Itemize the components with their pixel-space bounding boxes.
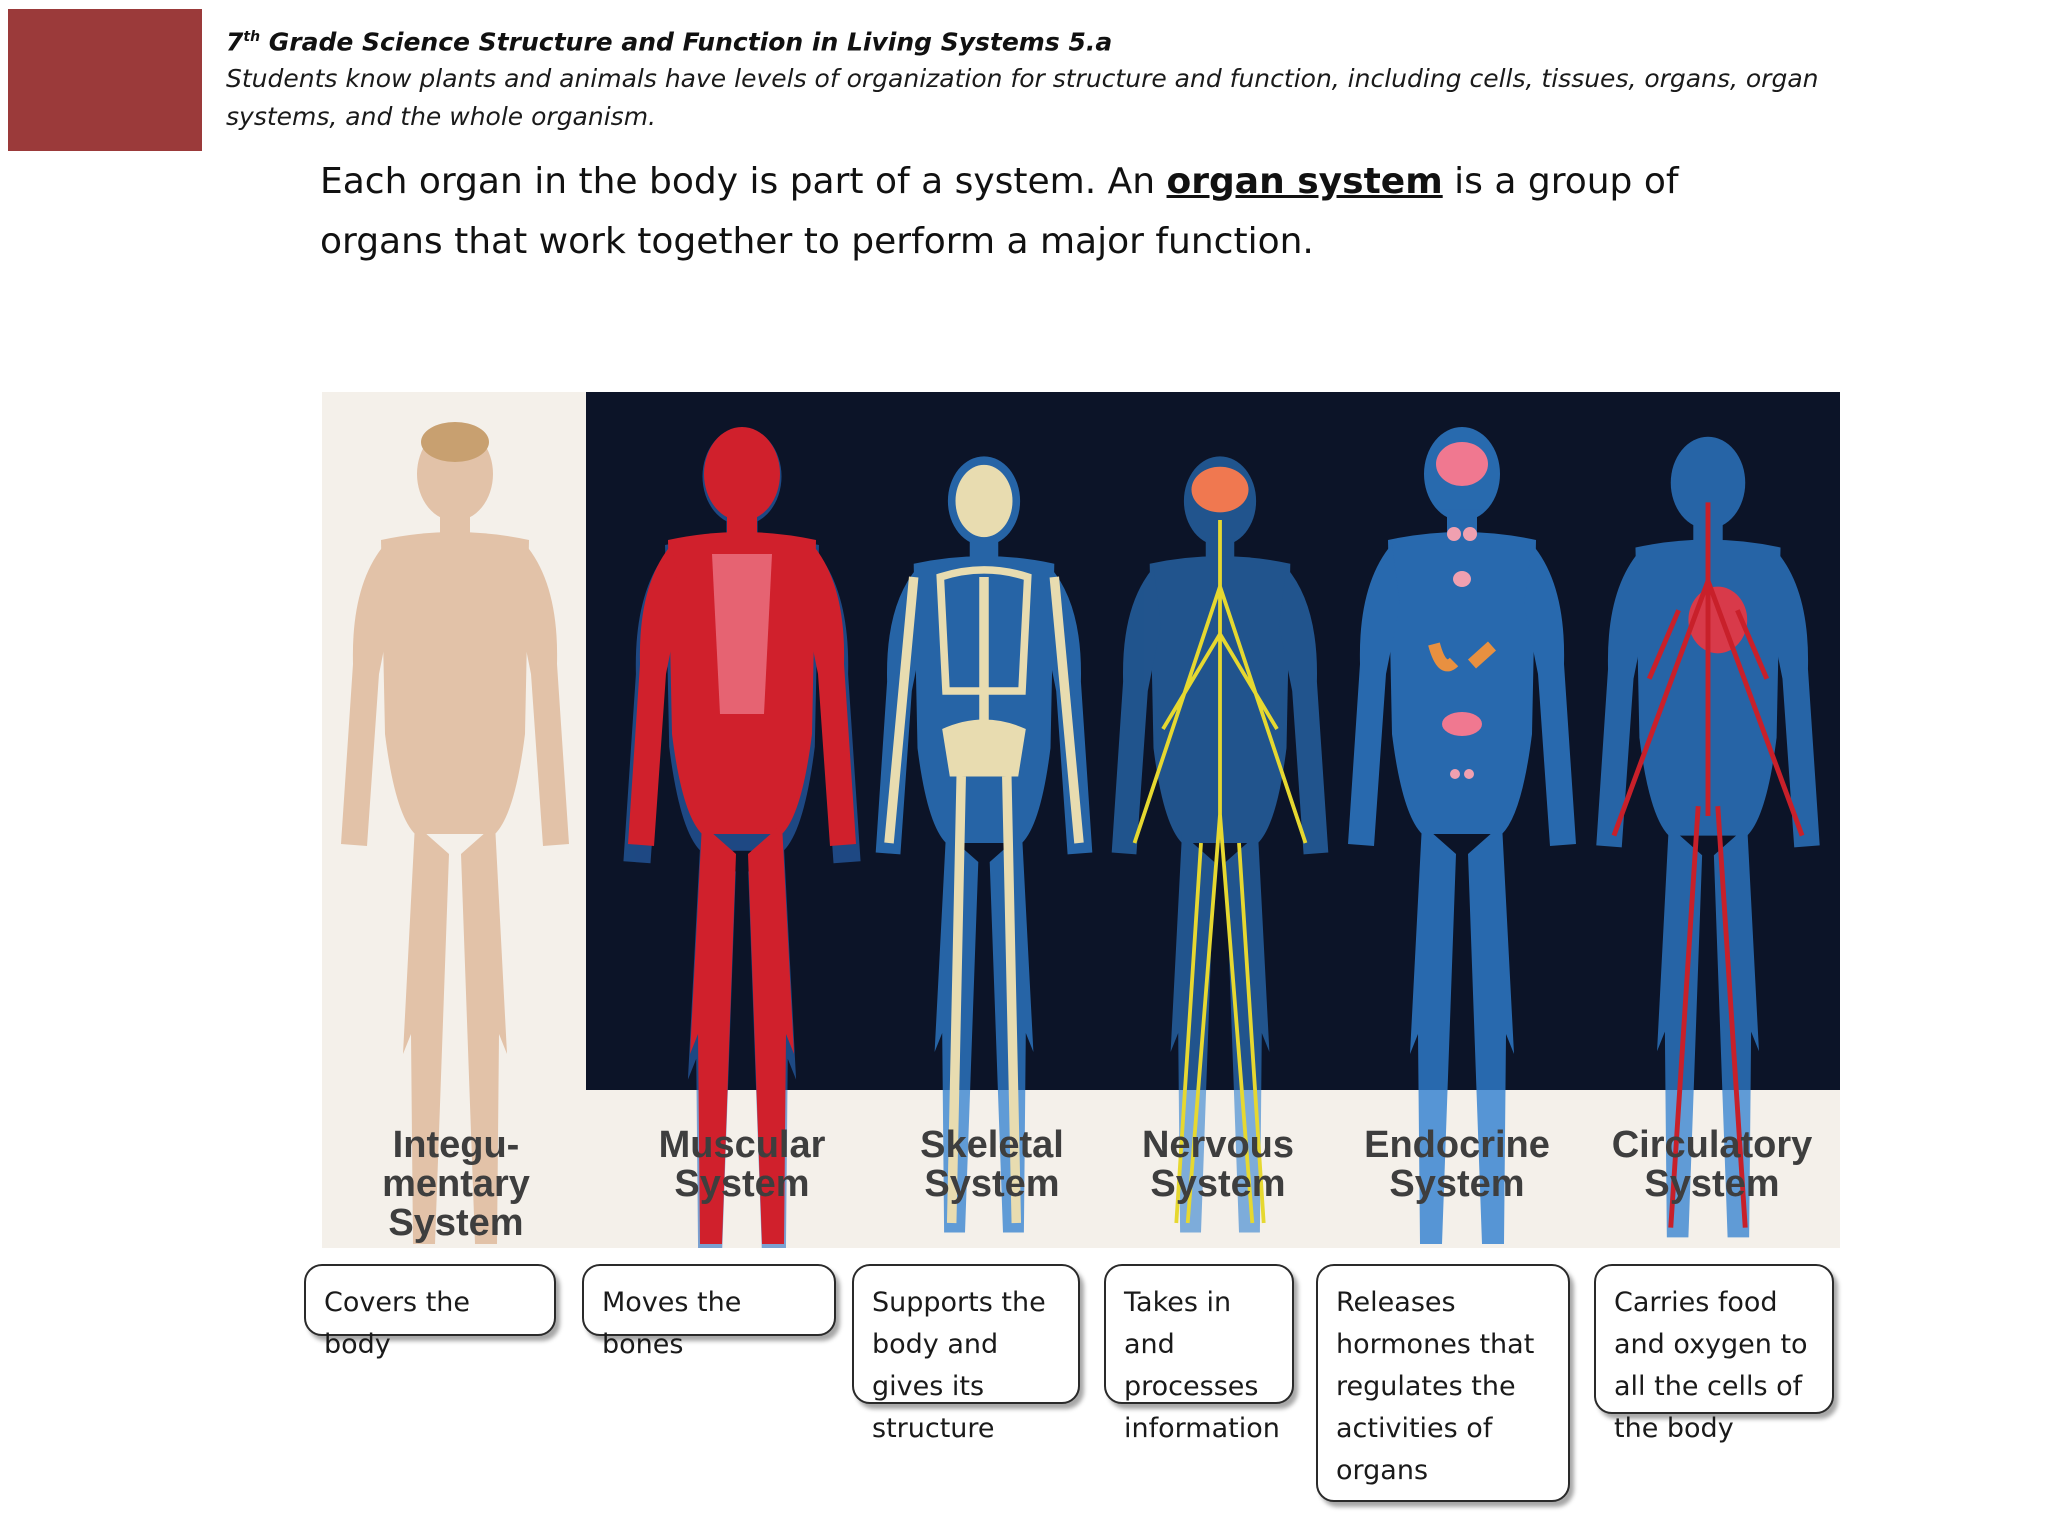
endocrine-figure: [1348, 427, 1576, 1244]
nervous-figure: [1111, 456, 1329, 1233]
figure-illustration: [341, 392, 1840, 1248]
label-nervous: Nervous System: [1141, 1124, 1295, 1205]
label-endocrine: Endocrine System: [1364, 1124, 1550, 1205]
skeletal-figure: [875, 456, 1093, 1233]
organ-systems-figure: Integu- mentary System Muscular System S…: [322, 392, 1840, 1248]
organ-system-term: organ system: [1166, 161, 1443, 202]
label-muscular: Muscular System: [658, 1124, 826, 1205]
standard-description: Students know plants and animals have le…: [226, 64, 1819, 131]
standard-title: 7th Grade Science Structure and Function…: [226, 27, 1113, 57]
label-skeletal: Skeletal System: [920, 1124, 1064, 1205]
muscular-figure: [623, 427, 861, 1248]
function-box-endocrine: Releases hormones that regulates the act…: [1316, 1264, 1570, 1502]
function-box-nervous: Takes in and processes information: [1104, 1264, 1294, 1444]
integumentary-figure: [341, 422, 569, 1244]
function-box-muscular: Moves the bones: [582, 1264, 836, 1360]
function-box-skeletal: Supports the body and gives its structur…: [852, 1264, 1080, 1444]
label-circulatory: Circulatory System: [1611, 1124, 1813, 1205]
intro-paragraph: Each organ in the body is part of a syst…: [320, 161, 1679, 262]
function-box-integumentary: Covers the body: [304, 1264, 556, 1360]
circulatory-figure: [1596, 436, 1820, 1238]
accent-block: [8, 9, 202, 151]
label-integumentary: Integu- mentary System: [382, 1124, 530, 1244]
function-box-circulatory: Carries food and oxygen to all the cells…: [1594, 1264, 1834, 1444]
